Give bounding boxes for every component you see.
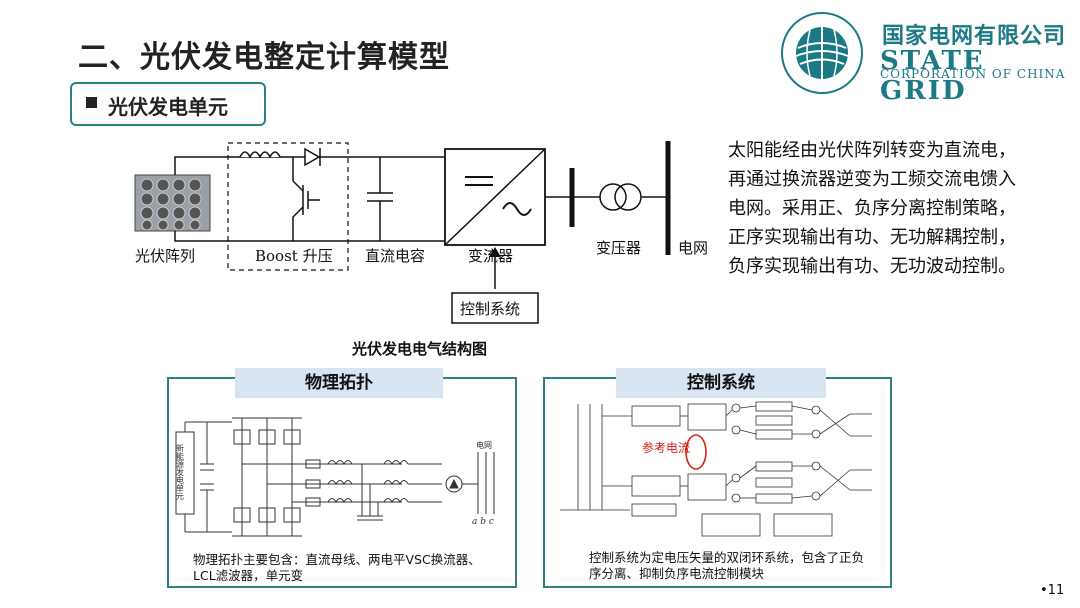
pv-array-icon — [134, 174, 211, 232]
converter-icon — [444, 148, 546, 246]
section-label: 光伏发电单元 — [108, 95, 228, 119]
label-transformer: 变压器 — [596, 239, 641, 257]
diagram-caption: 光伏发电电气结构图 — [352, 340, 488, 358]
physical-topology-diagram: 新能源发电单元 — [175, 417, 495, 537]
control-block-diagram: 参考电流 — [560, 401, 872, 537]
source-label: 新能源发电单元 — [176, 443, 185, 501]
control-system-note: 控制系统为定电压矢量的双闭环系统，包含了正负序分离、抑制负序电流控制模块 — [589, 550, 865, 581]
section-header: 光伏发电单元 — [70, 82, 266, 126]
label-grid: 电网 — [678, 239, 708, 257]
logo-cn-name: 国家电网有限公司 — [882, 24, 1067, 49]
slide-title: 二、光伏发电整定计算模型 — [78, 40, 450, 75]
control-system-box — [451, 292, 539, 324]
phase-labels: a b c — [472, 517, 494, 527]
inductor-icon — [239, 151, 281, 159]
bullet-square-icon — [86, 97, 97, 108]
label-boost: Boost 升压 — [255, 247, 333, 265]
physical-topology-note: 物理拓扑主要包含：直流母线、两电平VSC换流器、LCL滤波器，单元变 — [193, 552, 481, 583]
description-text: 太阳能经由光伏阵列转变为直流电，再通过换流器逆变为工频交流电馈入电网。采用正、负… — [728, 140, 1016, 277]
logo-en-name: STATE GRID — [880, 46, 985, 106]
label-control-system: 控制系统 — [460, 300, 520, 318]
control-system-tab: 控制系统 — [616, 368, 826, 398]
dc-capacitor-icon — [367, 157, 393, 241]
logo-en-subtitle: CORPORATION OF CHINA — [880, 67, 1066, 81]
transformer-icon — [599, 183, 642, 211]
grid-label: 电网 — [476, 440, 492, 450]
label-converter: 变流器 — [468, 247, 513, 265]
diode-icon — [304, 147, 321, 167]
label-dc-capacitor: 直流电容 — [365, 247, 425, 265]
reference-current-label: 参考电流 — [642, 440, 690, 455]
state-grid-logo-icon — [781, 12, 863, 94]
page-number: •11 — [1040, 583, 1065, 598]
physical-topology-tab: 物理拓扑 — [235, 368, 443, 398]
reference-current-highlight — [685, 434, 707, 470]
boost-box — [227, 142, 349, 271]
pv-structure-diagram: 光伏阵列 Boost 升压 直流电容 变流器 变压器 电网 控制系统 — [134, 141, 708, 324]
label-pv-array: 光伏阵列 — [135, 247, 195, 265]
igbt-switch-icon — [292, 157, 320, 241]
